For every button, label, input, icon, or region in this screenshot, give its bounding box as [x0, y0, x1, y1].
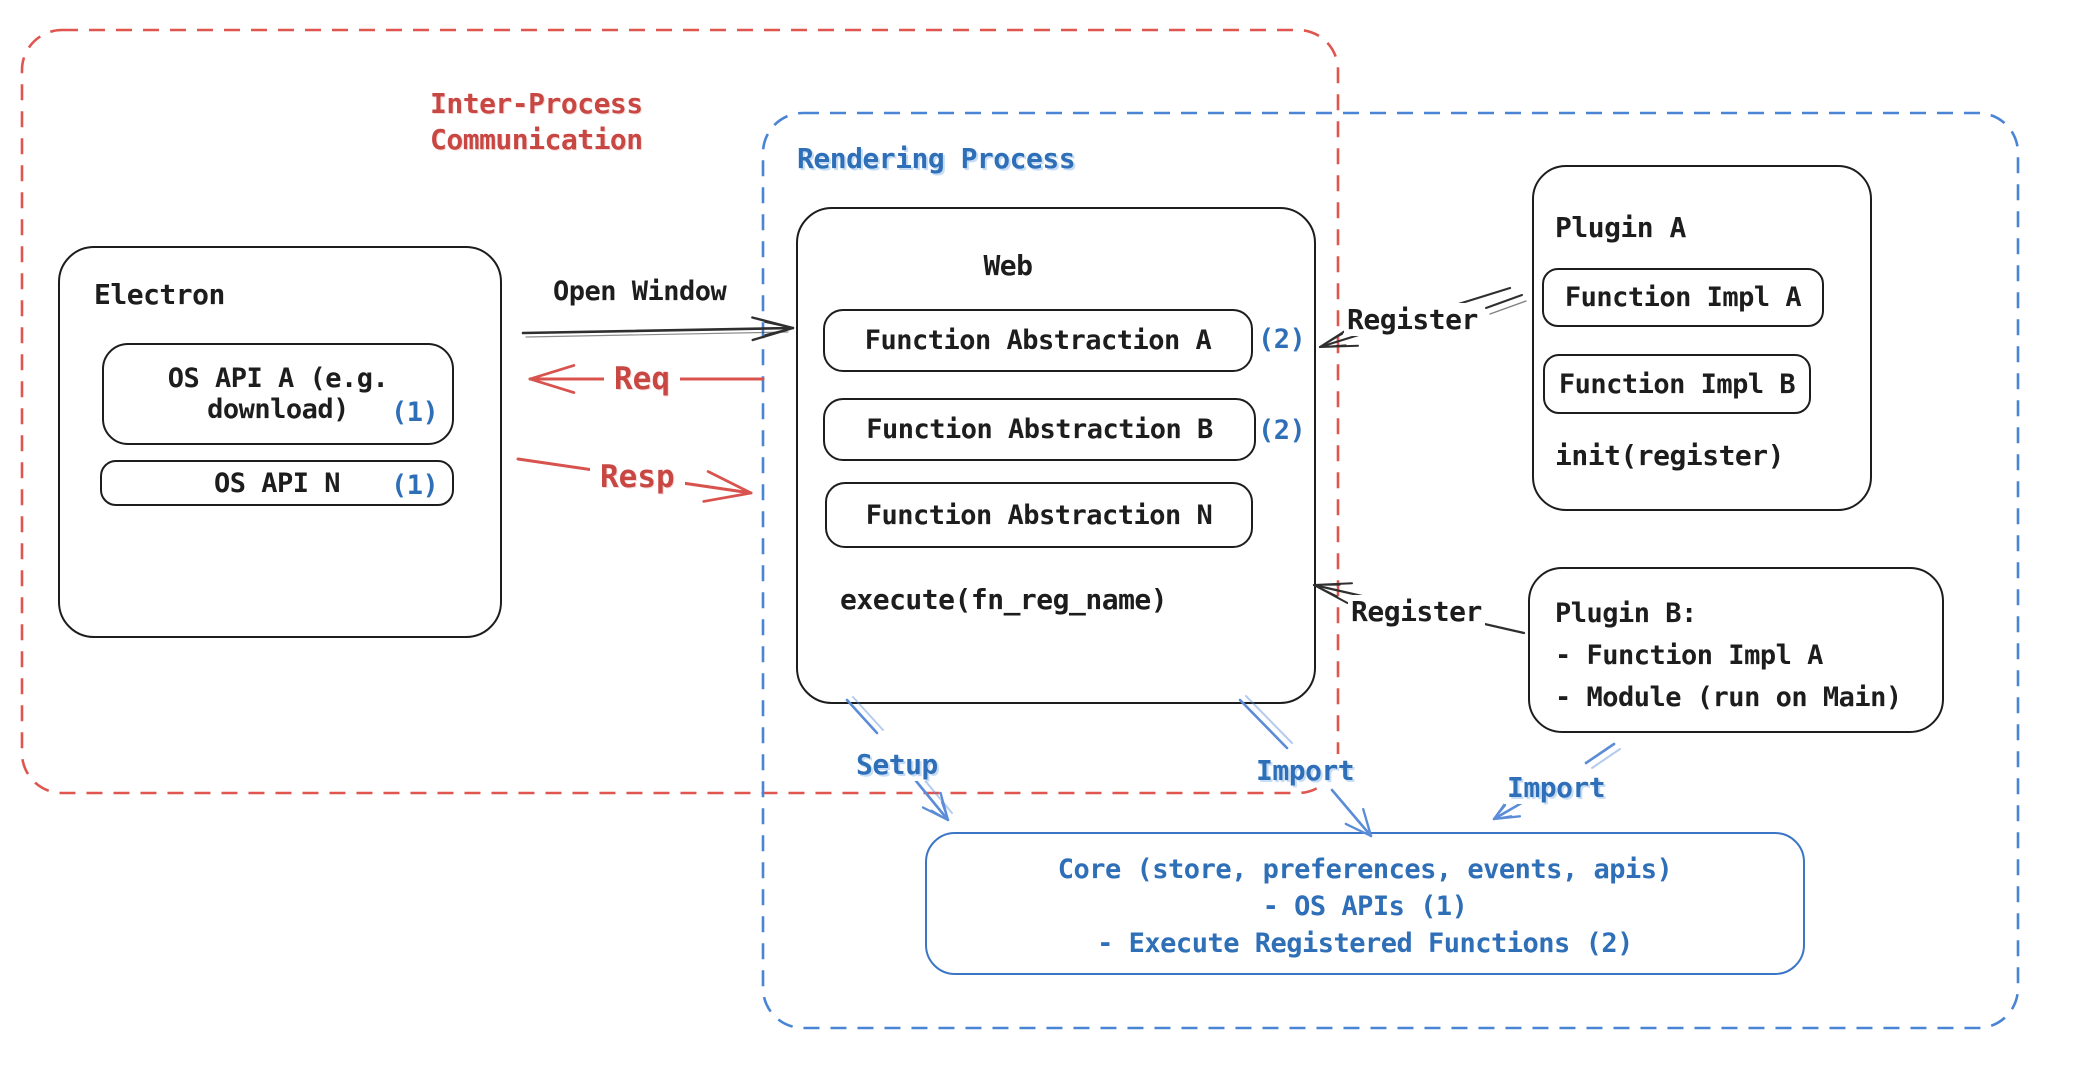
function-abstraction-b-box: Function Abstraction B: [823, 398, 1256, 461]
function-abstraction-a-box: Function Abstraction A: [823, 309, 1253, 372]
function-abstraction-n-label: Function Abstraction N: [865, 499, 1213, 531]
function-impl-b-label: Function Impl B: [1558, 368, 1796, 400]
register-plugin-b-label: Register: [1348, 595, 1485, 628]
rendering-process-label: Rendering Process: [797, 142, 1076, 175]
function-abstraction-n-box: Function Abstraction N: [825, 482, 1253, 548]
core-item-1: - OS APIs (1): [1262, 891, 1468, 922]
os-api-n-box: OS API N (1): [100, 460, 454, 506]
plugin-a-title: Plugin A: [1555, 211, 1686, 244]
function-abstraction-b-badge: (2): [1258, 415, 1306, 446]
function-impl-b-box: Function Impl B: [1543, 354, 1811, 414]
os-api-a-badge: (1): [391, 397, 439, 428]
function-abstraction-a-badge: (2): [1258, 324, 1306, 355]
req-label: Req: [604, 361, 680, 397]
electron-title: Electron: [94, 278, 225, 311]
plugin-b-title: Plugin B:: [1555, 598, 1697, 629]
register-plugin-a-label: Register: [1344, 303, 1481, 336]
init-register-label: init(register): [1555, 439, 1785, 472]
plugin-b-item-1: - Function Impl A: [1555, 640, 1823, 671]
electron-box: Electron OS API A (e.g. download) (1) OS…: [58, 246, 502, 638]
function-abstraction-a-label: Function Abstraction A: [864, 325, 1212, 356]
import-web-label: Import: [1253, 754, 1358, 787]
core-item-2: - Execute Registered Functions (2): [1097, 928, 1633, 959]
core-title: Core (store, preferences, events, apis): [1057, 854, 1673, 885]
os-api-a-line1: OS API A (e.g.: [167, 363, 389, 394]
core-box: Core (store, preferences, events, apis) -…: [925, 832, 1805, 975]
core-lines: Core (store, preferences, events, apis) -…: [927, 851, 1803, 962]
resp-label: Resp: [590, 459, 685, 495]
setup-label: Setup: [853, 748, 941, 781]
plugin-b-box: Plugin B: - Function Impl A - Module (run …: [1528, 567, 1944, 733]
function-impl-a-label: Function Impl A: [1564, 282, 1802, 313]
plugin-b-lines: Plugin B: - Function Impl A - Module (run …: [1555, 593, 1902, 719]
web-title: Web: [983, 249, 1033, 282]
plugin-b-item-2: - Module (run on Main): [1555, 682, 1902, 713]
function-impl-a-box: Function Impl A: [1542, 268, 1824, 327]
web-box: Web Function Abstraction A (2) Function …: [796, 207, 1316, 704]
execute-call-label: execute(fn_reg_name): [840, 583, 1168, 616]
import-plugin-label: Import: [1504, 771, 1609, 804]
plugin-a-box: Plugin A Function Impl A Function Impl B…: [1532, 165, 1872, 511]
os-api-n-badge: (1): [391, 470, 439, 501]
os-api-a-box: OS API A (e.g. download) (1): [102, 343, 454, 445]
function-abstraction-b-label: Function Abstraction B: [866, 414, 1213, 445]
open-window-label: Open Window: [549, 276, 731, 307]
